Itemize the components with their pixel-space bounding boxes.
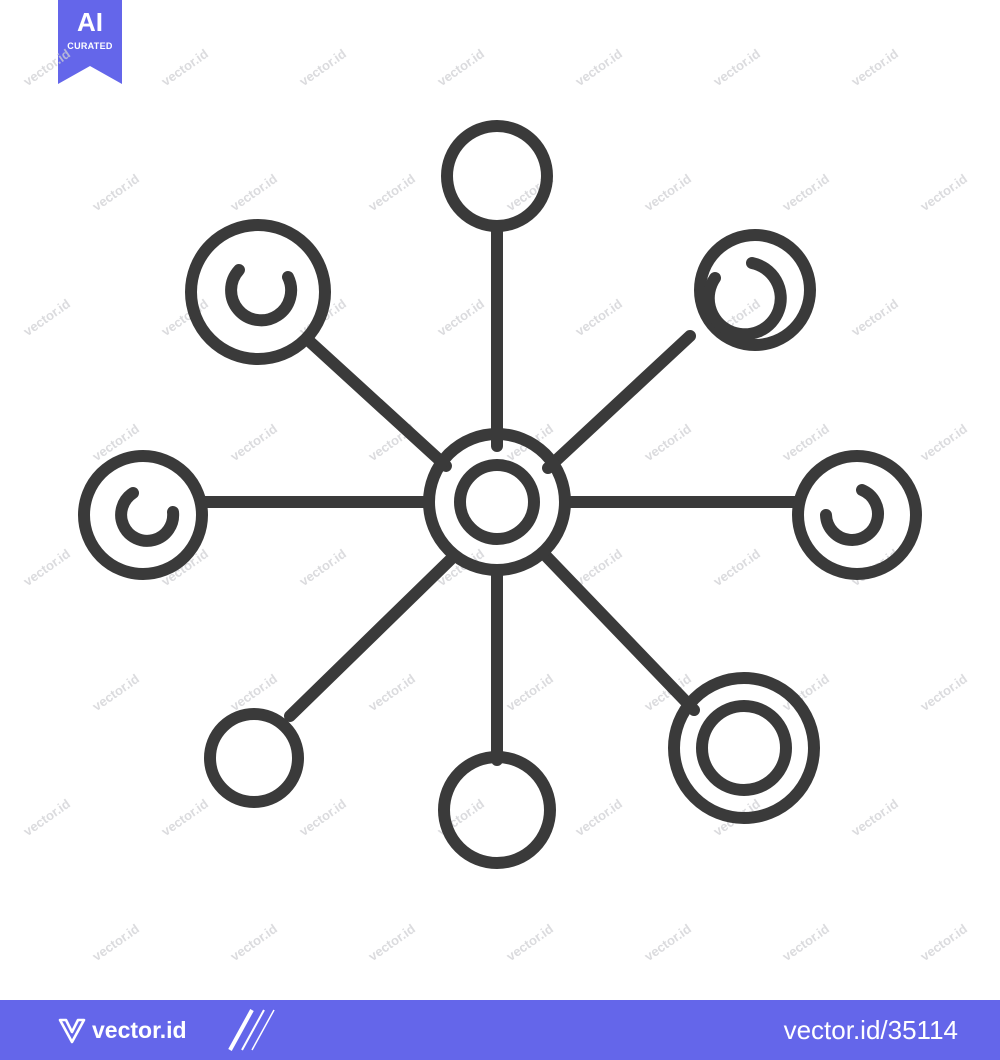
node-top (441, 120, 553, 232)
node-left-arc (115, 487, 180, 547)
node-left (78, 450, 208, 580)
badge-label: AI (77, 7, 103, 37)
vector-v-icon (58, 1018, 86, 1044)
footer-bar: vector.id vector.id/35114 (0, 1000, 1000, 1060)
node-bottom-left (204, 708, 304, 808)
hub-outer-ring (423, 428, 571, 576)
node-top-left (185, 219, 331, 365)
footer-url[interactable]: vector.id/35114 (783, 1015, 958, 1045)
logo-text: vector.id (92, 1016, 187, 1043)
node-right-arc (820, 484, 884, 546)
node-top-left-arc (225, 264, 298, 327)
network-hub-icon (78, 120, 922, 869)
node-bottom-right-inner (696, 700, 792, 796)
spoke-bottom-right (540, 550, 700, 716)
spoke-bottom-left (284, 554, 456, 722)
ai-curated-badge: AI CURATED (58, 0, 122, 84)
spoke-top-right (542, 330, 696, 474)
node-top-right-arc (702, 257, 787, 341)
node-bottom (438, 751, 556, 869)
ribbon-icon (58, 0, 122, 84)
hub-inner-ring (454, 459, 540, 545)
node-top-right (694, 229, 816, 351)
vector-id-logo[interactable]: vector.id (58, 1012, 187, 1048)
spoke-top-left (302, 334, 452, 472)
node-bottom-right-outer (668, 672, 820, 824)
node-right (792, 450, 922, 580)
slash-stripes-icon (228, 1009, 275, 1051)
badge-sublabel: CURATED (67, 41, 113, 51)
